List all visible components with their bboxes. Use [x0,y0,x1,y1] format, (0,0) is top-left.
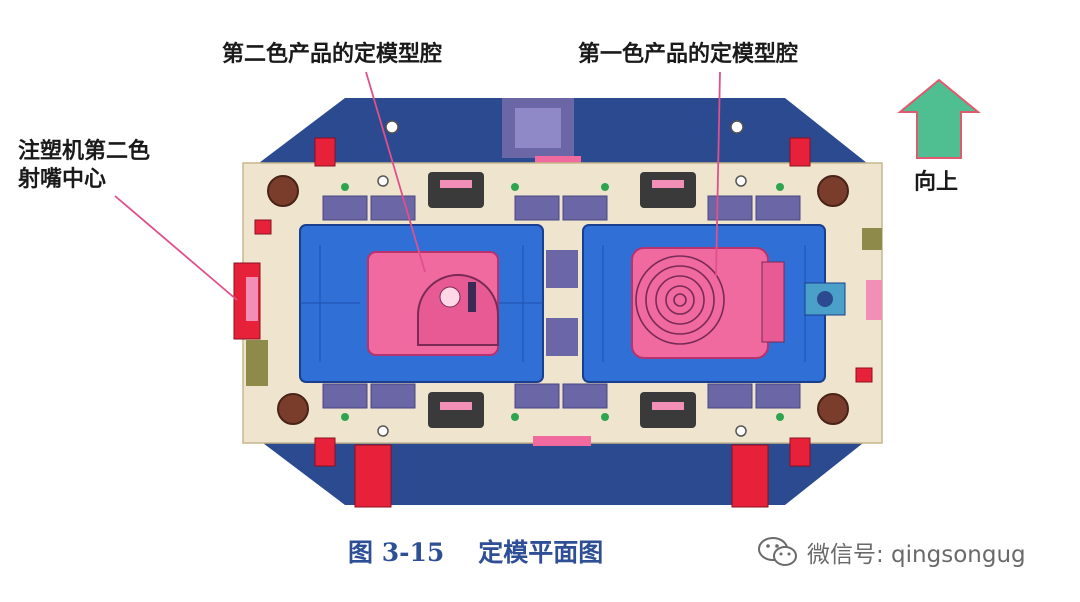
up-arrow-icon [897,78,981,159]
second-color-cavity-label: 第二色产品的定模型腔 [222,41,443,67]
top-clamp-lug-inner [515,108,561,148]
center-block-bottom [546,318,578,356]
second-color-nozzle-pad [246,277,258,321]
right-pink-block [866,280,882,320]
first-color-cavity-label: 第一色产品的定模型腔 [578,41,799,67]
first-color-nozzle-point [817,291,833,307]
watermark-text: 微信号: qingsongug [807,542,1026,568]
guide-blocks-top [322,195,801,221]
screw-holes [377,120,747,437]
figure-title: 定模平面图 [478,538,604,567]
left-olive-block [246,340,268,386]
first-color-product-rings [635,255,725,345]
guide-bushes [267,175,849,425]
right-olive-block [862,228,882,250]
bottom-tie-bar-right [731,444,769,508]
nozzle-center-label: 注塑机第二色 射嘴中心 [18,137,150,193]
second-color-product-dome [417,274,499,346]
top-pink-tab [535,156,581,166]
center-block-top [546,250,578,288]
second-color-slot [468,282,476,312]
wechat-icon [758,537,797,566]
figure-caption: 图 3-15 定模平面图 [348,533,637,569]
red-stops [254,137,873,467]
watermark: 微信号: qingsongug [757,535,1026,569]
bottom-pink-tab [533,436,591,446]
green-pins [341,183,784,421]
guide-blocks-bottom [322,383,801,409]
nozzle-center-label-line1: 注塑机第二色 [18,138,151,164]
nozzle-center-label-line2: 射嘴中心 [18,166,107,192]
first-color-product [631,247,769,359]
second-color-logo [439,286,461,308]
direction-up-label: 向上 [914,169,959,195]
latch-lock-inner [440,180,684,410]
figure-number: 图 3-15 [348,538,445,567]
first-color-side-slide [761,261,785,343]
bottom-tie-bar-left [354,444,392,508]
leader-lines [114,71,721,301]
